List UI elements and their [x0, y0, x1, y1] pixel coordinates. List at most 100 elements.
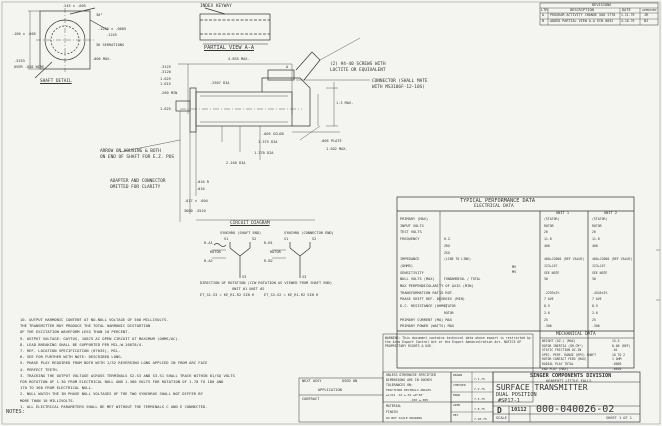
- notes-label: NOTES:: [6, 409, 25, 415]
- circuit-diagram-title: CIRCUIT DIAGRAM: [230, 221, 270, 226]
- perf-row-sub: ZRO: [444, 243, 450, 248]
- tolerance-line: MATERIAL: [386, 404, 402, 408]
- circuit-equation: ET_S3-S2 = KE_R1-R2 SIN θ: [264, 293, 319, 297]
- perf-row-label: PRIMARY POWER (WATTS) MAX: [400, 324, 455, 329]
- note-line: 8. LEAD BREAKING SHALL BE SUPPORTED PER …: [20, 341, 144, 347]
- units-mv: MV: [512, 270, 517, 274]
- circuit-pin: S2: [252, 237, 257, 241]
- mechanical-title: MECHANICAL DATA: [556, 332, 596, 337]
- scale-label: SCALE: [496, 416, 507, 420]
- perf-row-sub: FUNDAMENTAL / TOTAL: [444, 277, 481, 282]
- signer-date: 7-3-75: [474, 397, 485, 401]
- perf-row-label: PRIMARY (MAX): [400, 217, 429, 221]
- dim-label: 1.625: [160, 77, 171, 81]
- dim-label: .005 PLATE: [320, 139, 342, 143]
- perf-row-unit1: 123+J47: [544, 263, 558, 268]
- rev-row-appr: JR: [644, 13, 649, 17]
- signer-date: 7-1-75: [474, 377, 485, 381]
- mech-row-label: ROTOR INERTIA (GM-CM²): [542, 343, 583, 348]
- dim-label: .3120: [160, 70, 171, 74]
- dim-label: .006 MAX.: [92, 57, 112, 61]
- dim-label: .1250 ± .0005: [98, 27, 127, 31]
- circuit-pin: S1: [224, 237, 229, 241]
- rotation-direction: DIRECTION OF ROTATION (CCW ROTATION AS V…: [200, 281, 332, 285]
- dim-label: .016: [196, 187, 205, 191]
- perf-row-label: D.C. RESISTANCE (OHMS): [400, 304, 448, 309]
- note-line: THE TRANSMITTER MAY PRODUCE THE TOTAL HA…: [20, 323, 151, 329]
- dim-label: .245 ± .005: [62, 4, 86, 8]
- perf-row-sub: ROTOR: [444, 310, 454, 315]
- tolerance-line: DIMENSIONS ARE IN INCHES: [386, 378, 433, 382]
- arrow-note: ARROW ON HOUSING & BOTH: [100, 149, 161, 154]
- tolerance-line: UNLESS OTHERWISE SPECIFIED: [386, 373, 436, 377]
- mech-row-value: 15.5: [612, 339, 620, 343]
- note-line: 1. ALL ELECTRICAL PARAMETERS SHALL BE ME…: [20, 403, 208, 409]
- performance-title: TYPICAL PERFORMANCE DATA: [460, 198, 535, 204]
- dim-label: 1.502 MAX.: [326, 147, 348, 151]
- note-line: FOR ROTATION OF 1.30 FROM ELECTRICAL NUL…: [20, 379, 224, 384]
- signer-label: DEC: [453, 413, 459, 417]
- note-line: 170 TO 360 FROM ELECTRICAL NULL.: [20, 385, 94, 391]
- circuit-pin: ROTOR: [270, 250, 281, 254]
- perf-row-unit2: 123+J47: [592, 263, 606, 268]
- tolerance-line: TOLERANCES ON:: [386, 383, 413, 387]
- perf-row-unit2: 400+J2000 (REF VALUE): [592, 257, 633, 262]
- tolerance-line: FINISH: [386, 410, 398, 414]
- mech-row-label: END PLAY (MAX): [542, 366, 569, 371]
- perf-row-label: (OHMS): [400, 263, 413, 268]
- perf-row-unit1: .2293±2%: [544, 290, 560, 295]
- tolerance-line: FRACTIONS DECIMALS ANGLES: [386, 388, 432, 392]
- dim-label: 2.240 DIA: [226, 161, 246, 165]
- perf-row-unit2: ROTOR: [592, 223, 602, 228]
- screws-note: LOCTITE OR EQUIVALENT: [330, 68, 386, 73]
- circuit-pin: R-A2: [204, 259, 213, 263]
- dim-label: A: [286, 65, 289, 69]
- index-keyway-label: INDEX KEYWAY: [200, 4, 232, 9]
- mech-row-value: .0005: [612, 362, 622, 366]
- adapter-note: ADAPTER AND CONNECTOR: [110, 179, 166, 184]
- rev-row-desc: ADDED PARTIAL VIEW A-A ECN 0052: [550, 19, 614, 23]
- warning-text: WARNING: This document contains technica…: [385, 336, 531, 348]
- connector-note: CONNECTOR (SHALL MATE: [372, 79, 428, 84]
- perf-row-unit1: SEE NOTE: [544, 270, 560, 275]
- perf-row-label: PHASE SHIFT REF. DEGREES (MIN): [400, 297, 465, 302]
- note-line: 10. OUTPUT HARMONIC CONTENT AT NO-NULL V…: [20, 317, 169, 322]
- perf-row-unit1: 400: [544, 243, 550, 248]
- perf-row-unit1: ROTOR: [544, 223, 554, 228]
- note-line: 9. OUTPUT VOLTAGE: GAYTUS, 16875 AC OPEN…: [20, 335, 181, 341]
- perf-row-sub: ZSO: [444, 250, 450, 255]
- mech-row-value: 10 TO 2: [612, 352, 626, 357]
- perf-row-unit2: 11.8: [592, 237, 600, 242]
- circuit-equation: ET_S1-S3 = KE_R1-R2 SIN θ: [200, 293, 255, 297]
- perf-col-unit1: UNIT 1: [556, 211, 569, 215]
- signer-label: DRAWN: [453, 373, 463, 377]
- dim-label: 4.855 MAX.: [228, 57, 250, 61]
- tolerance-line: NEXT ASSY: [302, 379, 322, 383]
- perf-row-unit1: 26: [544, 230, 548, 235]
- perf-row-label: IMPEDANCE: [400, 257, 420, 262]
- perf-row-unit2: (STATOR): [592, 217, 608, 221]
- tolerance-line: USED ON: [342, 379, 358, 383]
- perf-row-label: NULL VOLTS (MAX): [400, 277, 435, 282]
- perf-row-label: MAX PERPENDICULARITY OF AXIS (MIN): [400, 284, 474, 288]
- rev-row-desc: PROGRAM ACTIVITY CHANGE 500 1770: [550, 13, 616, 17]
- adapter-note: OMITTED FOR CLARITY: [110, 185, 161, 190]
- perf-col-unit2: UNIT 2: [604, 211, 617, 215]
- perf-row-label: TRANSFORMATION RATIO ROT.: [400, 290, 455, 295]
- signer-label: APPR: [453, 403, 461, 407]
- mech-row-value: .0010: [612, 366, 622, 371]
- drawing-title: SURFACE TRANSMITTER: [496, 383, 588, 392]
- perf-row-unit1: (STATOR): [544, 217, 560, 221]
- perf-row-unit2: 26: [592, 230, 596, 235]
- rev-row-ltr: A: [542, 13, 545, 17]
- perf-row-unit2: 400: [592, 243, 598, 248]
- rev-col-date: DATE: [622, 8, 631, 12]
- circuit-pin: ROTOR: [210, 250, 221, 254]
- perf-row-unit1: 2.6: [544, 310, 550, 315]
- perf-row-unit2: 2.6: [592, 310, 598, 315]
- dim-label: .2507 DIA: [210, 81, 230, 85]
- rev-col-ltr: LTR: [541, 8, 548, 12]
- sheet-label: SHEET 1 OF 1: [606, 416, 632, 420]
- dim-label: 30°: [96, 13, 103, 17]
- contract-label: CONTRACT: [302, 397, 320, 401]
